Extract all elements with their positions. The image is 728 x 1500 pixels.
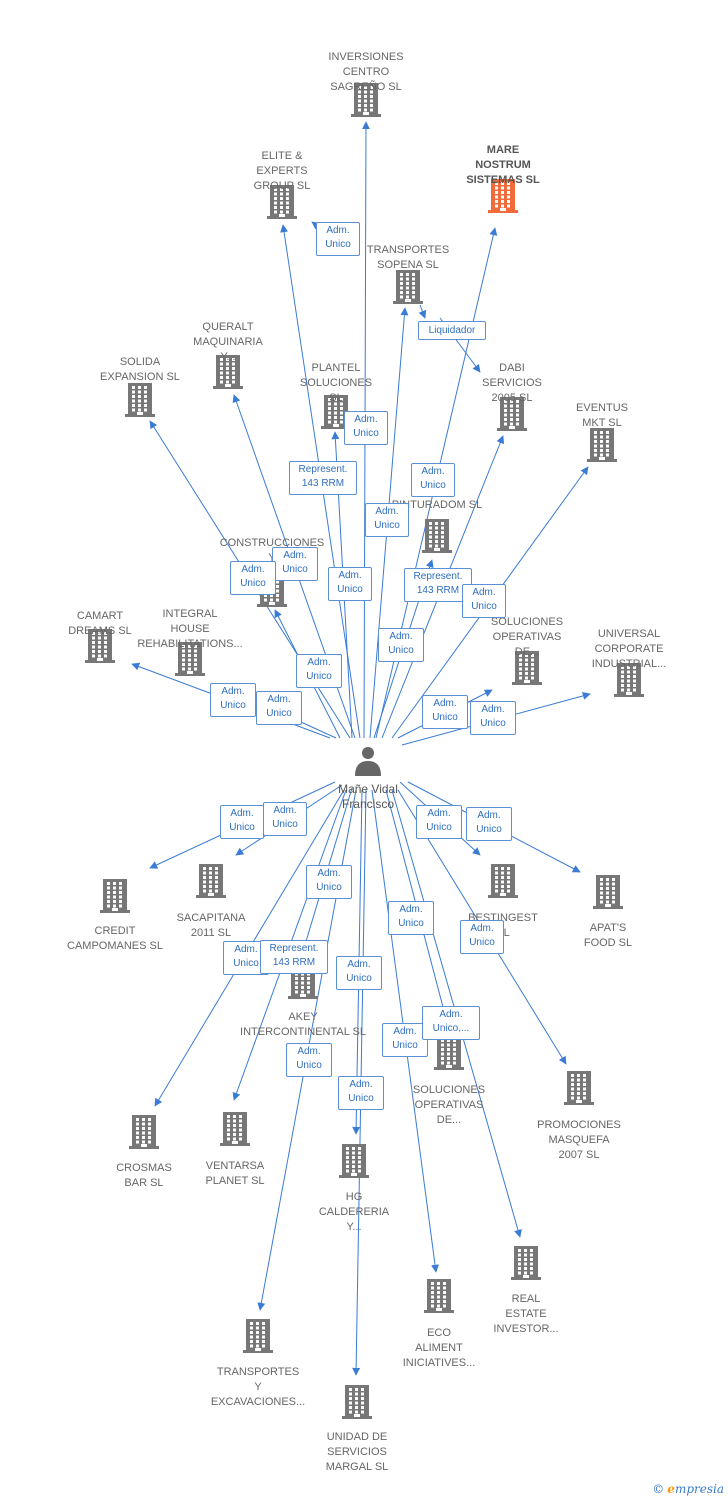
edge-role-label: Adm. Unico bbox=[416, 805, 462, 839]
brand-rest: mpresia bbox=[674, 1482, 724, 1496]
company-label-soluciones-bottom[interactable]: SOLUCIONES OPERATIVAS DE... bbox=[412, 1084, 486, 1126]
building-icon[interactable] bbox=[614, 663, 644, 697]
person-label[interactable]: Mañe Vidal Francisco bbox=[338, 782, 398, 811]
edge-role-label: Adm. Unico bbox=[470, 701, 516, 735]
building-icon[interactable] bbox=[497, 397, 527, 431]
building-icon[interactable] bbox=[511, 1246, 541, 1280]
company-label-unidad[interactable]: UNIDAD DE SERVICIOS MARGAL SL bbox=[325, 1431, 389, 1473]
building-icon[interactable] bbox=[593, 875, 623, 909]
edge-role-label: Adm. Unico bbox=[230, 561, 276, 595]
edge-role-label: Adm. Unico bbox=[411, 463, 455, 497]
edge-role-label: Adm. Unico bbox=[256, 691, 302, 725]
building-icon[interactable] bbox=[243, 1319, 273, 1353]
building-icon[interactable] bbox=[196, 864, 226, 898]
company-label-integral[interactable]: INTEGRAL HOUSE REHABILITATIONS... bbox=[137, 608, 243, 650]
company-label-dabi[interactable]: DABI SERVICIOS 2005 SL bbox=[482, 362, 542, 404]
edge-role-label: Adm. Unico bbox=[460, 920, 504, 954]
edge-role-label: Adm. Unico bbox=[462, 584, 506, 618]
company-label-transportes-sopena[interactable]: TRANSPORTES SOPENA SL bbox=[366, 244, 450, 271]
building-icon[interactable] bbox=[587, 428, 617, 462]
edge-role-label: Adm. Unico bbox=[328, 567, 372, 601]
building-icon[interactable] bbox=[85, 629, 115, 663]
company-label-sacapitana[interactable]: SACAPITANA 2011 SL bbox=[176, 912, 246, 939]
building-icon[interactable] bbox=[125, 383, 155, 417]
company-label-apats[interactable]: APAT'S FOOD SL bbox=[583, 922, 633, 949]
edge-role-label: Adm. Unico bbox=[344, 411, 388, 445]
building-icon[interactable] bbox=[422, 519, 452, 553]
edge-role-label: Represent. 143 RRM bbox=[404, 568, 472, 602]
edge-role-label: Represent. 143 RRM bbox=[260, 940, 328, 974]
footer-brand[interactable]: ©empresia bbox=[652, 1482, 724, 1496]
building-icon[interactable] bbox=[339, 1144, 369, 1178]
building-icon[interactable] bbox=[351, 83, 381, 117]
edge-role-label: Adm. Unico bbox=[466, 807, 512, 841]
person-icon[interactable] bbox=[355, 747, 381, 776]
edge-role-label: Adm. Unico bbox=[365, 503, 409, 537]
edge-role-label: Adm. Unico bbox=[316, 222, 360, 256]
company-label-camart[interactable]: CAMART DREAMS SL bbox=[68, 610, 132, 637]
building-icon[interactable] bbox=[220, 1112, 250, 1146]
edge-role-label: Adm. Unico bbox=[296, 654, 342, 688]
edge-role-label: Represent. 143 RRM bbox=[289, 461, 357, 495]
building-icon[interactable] bbox=[129, 1115, 159, 1149]
edge-line bbox=[418, 304, 427, 319]
company-label-elite[interactable]: ELITE & EXPERTS GROUP SL bbox=[253, 150, 311, 192]
building-icon[interactable] bbox=[267, 185, 297, 219]
company-label-akey[interactable]: AKEY INTERCONTINENTAL SL bbox=[240, 1011, 366, 1038]
company-label-eventus[interactable]: EVENTUS MKT SL bbox=[576, 402, 628, 429]
building-icon[interactable] bbox=[488, 864, 518, 898]
edge-role-label: Adm. Unico bbox=[220, 805, 264, 839]
edge-role-label: Adm. Unico bbox=[422, 695, 468, 729]
edge-role-label: Adm. Unico bbox=[263, 802, 307, 836]
building-icon[interactable] bbox=[488, 179, 518, 213]
edge-role-label: Adm. Unico bbox=[336, 956, 382, 990]
company-label-credit[interactable]: CREDIT CAMPOMANES SL bbox=[67, 925, 163, 952]
edge-role-label: Adm. Unico bbox=[378, 628, 424, 662]
edge-role-label: Adm. Unico bbox=[338, 1076, 384, 1110]
company-label-universal[interactable]: UNIVERSAL CORPORATE INDUSTRIAL... bbox=[591, 628, 667, 670]
building-icon[interactable] bbox=[100, 879, 130, 913]
company-label-transportes-y[interactable]: TRANSPORTES Y EXCAVACIONES... bbox=[210, 1366, 306, 1408]
brand-e: e bbox=[667, 1482, 675, 1496]
building-icon[interactable] bbox=[175, 642, 205, 676]
nodes-layer bbox=[85, 83, 644, 1419]
copyright-symbol: © bbox=[652, 1482, 665, 1496]
edge-role-label: Adm. Unico bbox=[272, 547, 318, 581]
company-label-inversiones[interactable]: INVERSIONES CENTRO SAGREÑO SL bbox=[328, 51, 404, 93]
edge-role-label: Adm. Unico bbox=[286, 1043, 332, 1077]
building-icon[interactable] bbox=[434, 1036, 464, 1070]
company-label-plantel[interactable]: PLANTEL SOLUCIONES SL bbox=[299, 362, 373, 404]
company-label-hg[interactable]: HG CALDERERIA Y... bbox=[318, 1191, 390, 1233]
company-label-eco[interactable]: ECO ALIMENT INICIATIVES... bbox=[402, 1327, 476, 1369]
company-label-queralt[interactable]: QUERALT MAQUINARIA Y... bbox=[193, 321, 263, 363]
company-label-ventarsa[interactable]: VENTARSA PLANET SL bbox=[205, 1160, 265, 1187]
edge-role-label: Liquidador bbox=[418, 321, 486, 340]
edge-role-label: Adm. Unico bbox=[382, 1023, 428, 1057]
edge-role-label: Adm. Unico bbox=[388, 901, 434, 935]
company-label-pinturadom[interactable]: PINTURADOM SL bbox=[391, 499, 483, 511]
building-icon[interactable] bbox=[424, 1279, 454, 1313]
company-label-crosmas[interactable]: CROSMAS BAR SL bbox=[116, 1162, 172, 1189]
edge-role-label: Adm. Unico bbox=[210, 683, 256, 717]
building-icon[interactable] bbox=[213, 355, 243, 389]
company-label-soluciones-top[interactable]: SOLUCIONES OPERATIVAS DE... bbox=[490, 616, 564, 658]
company-label-promociones[interactable]: PROMOCIONES MASQUEFA 2007 SL bbox=[537, 1119, 621, 1161]
building-icon[interactable] bbox=[512, 651, 542, 685]
building-icon[interactable] bbox=[342, 1385, 372, 1419]
company-label-real-estate[interactable]: REAL ESTATE INVESTOR... bbox=[493, 1293, 559, 1335]
building-icon[interactable] bbox=[564, 1071, 594, 1105]
building-icon[interactable] bbox=[393, 270, 423, 304]
edge-role-label: Adm. Unico bbox=[306, 865, 352, 899]
company-label-solida[interactable]: SOLIDA EXPANSION SL bbox=[100, 356, 180, 383]
edge-role-label: Adm. Unico,... bbox=[422, 1006, 480, 1040]
company-label-mare[interactable]: MARE NOSTRUM SISTEMAS SL bbox=[466, 144, 540, 186]
